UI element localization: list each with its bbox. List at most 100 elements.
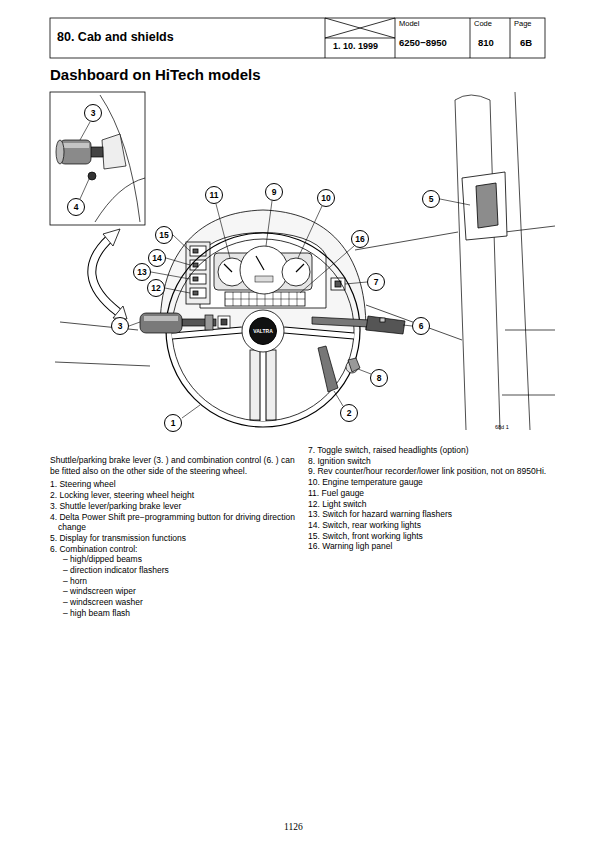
combination-control <box>312 317 370 327</box>
date-cell: 1. 10. 1999 <box>333 41 378 51</box>
leader-line <box>151 272 190 279</box>
dashboard <box>190 288 206 298</box>
header-frame <box>510 18 511 58</box>
legend-subitem: – horn <box>50 576 305 587</box>
section-heading: 80. Cab and shields <box>57 30 174 44</box>
table-cell: 6B <box>520 38 532 49</box>
leader-line <box>334 391 343 406</box>
header-frame <box>50 18 545 58</box>
node-text: 10 <box>321 194 330 203</box>
cab-frame <box>455 100 466 430</box>
adjust-arrow <box>92 238 118 312</box>
header-frame <box>325 38 395 39</box>
table-cell: Code <box>474 20 492 29</box>
header-frame <box>50 18 545 58</box>
legend-item: 8. Ignition switch <box>308 456 553 467</box>
cab-frame <box>55 362 150 366</box>
leader-line <box>80 122 470 418</box>
node-text: VALTRA <box>253 329 273 334</box>
leader-line <box>165 288 190 293</box>
cab-frame <box>55 92 555 430</box>
leader-line <box>300 246 354 293</box>
node-text: 2 <box>347 409 352 418</box>
node-text: 14 <box>152 254 161 263</box>
gauges <box>218 246 310 294</box>
header-frame <box>470 18 471 58</box>
legend-item: 7. Toggle switch, raised headlights (opt… <box>308 445 553 456</box>
transmission-display <box>462 172 507 240</box>
table-cell: Model <box>399 20 419 29</box>
inset-lever <box>102 134 126 169</box>
steering-wheel <box>242 310 284 352</box>
combination-control <box>366 316 405 334</box>
node-text: 1 <box>171 419 176 428</box>
ignition-switch <box>348 358 360 372</box>
node-text: 15 <box>159 231 168 240</box>
locking-lever <box>318 346 338 392</box>
inset-lever <box>56 140 64 164</box>
callout-number: 2 <box>340 404 358 422</box>
inset-frame <box>50 92 145 225</box>
legend-item: 2. Locking lever, steering wheel height <box>50 490 305 501</box>
inset-lever <box>88 172 96 180</box>
leader-line <box>440 199 470 205</box>
inset-lever <box>100 95 140 222</box>
cab-frame <box>366 305 462 340</box>
page-title: Dashboard on HiTech models <box>50 66 261 83</box>
callout-number: 14 <box>148 249 166 267</box>
node-text: 9 <box>272 188 277 197</box>
callout-number: 12 <box>147 279 165 297</box>
note-text: Shuttle/parking brake lever (3. ) and co… <box>50 455 305 476</box>
inset-lever <box>60 140 91 164</box>
shuttle-lever <box>205 315 213 330</box>
leader-line <box>80 122 90 140</box>
callout-number: 15 <box>155 226 173 244</box>
callout-number: 10 <box>317 189 335 207</box>
legend-item: 3. Shuttle lever/parking brake lever <box>50 501 305 512</box>
legend-item: 14. Switch, rear working lights <box>308 520 553 531</box>
node-text: 12 <box>151 284 160 293</box>
legend-item: 4. Delta Power Shift pre−programming but… <box>50 512 305 533</box>
leader-line <box>80 179 89 199</box>
transmission-display <box>462 172 507 240</box>
steering-wheel <box>172 239 354 421</box>
node-text: 4 <box>74 203 79 212</box>
callout-number: 7 <box>367 273 385 291</box>
node-text: 13 <box>137 268 146 277</box>
adjust-arrow <box>103 229 120 246</box>
table-cell: Page <box>514 20 532 29</box>
dashboard <box>193 291 198 295</box>
shuttle-lever <box>221 319 227 325</box>
header-frame <box>325 18 395 38</box>
leader-line <box>166 258 190 265</box>
legend-item: 10. Engine temperature gauge <box>308 477 553 488</box>
leader-line <box>182 405 200 418</box>
leader-line <box>358 369 371 374</box>
page-number: 1126 <box>284 822 303 833</box>
legend-item: 16. Warning ligh panel <box>308 541 553 552</box>
locking-lever <box>318 346 338 392</box>
shuttle-lever <box>144 316 178 321</box>
gauges <box>255 276 273 282</box>
figure-code: 68d 1 <box>495 424 509 430</box>
adjust-arrow <box>92 229 127 319</box>
callout-number: 8 <box>370 369 388 387</box>
node-text: 6 <box>419 322 424 331</box>
callout-number: 13 <box>133 263 151 281</box>
callout-number: 3 <box>111 317 129 335</box>
combination-control <box>380 318 385 322</box>
steering-wheel <box>166 233 360 427</box>
legend-subitem: – windscreen washer <box>50 597 305 608</box>
combination-control <box>312 316 405 334</box>
leader-line <box>403 325 412 326</box>
gauges <box>224 256 304 272</box>
callout-number: 5 <box>422 190 440 208</box>
dashboard <box>190 246 206 256</box>
inset-frame <box>50 92 145 225</box>
brand-logo: VALTRA <box>249 317 277 345</box>
node-text: 7 <box>374 278 379 287</box>
cab-frame <box>505 226 555 232</box>
legend-item: 15. Switch, front working lights <box>308 531 553 542</box>
